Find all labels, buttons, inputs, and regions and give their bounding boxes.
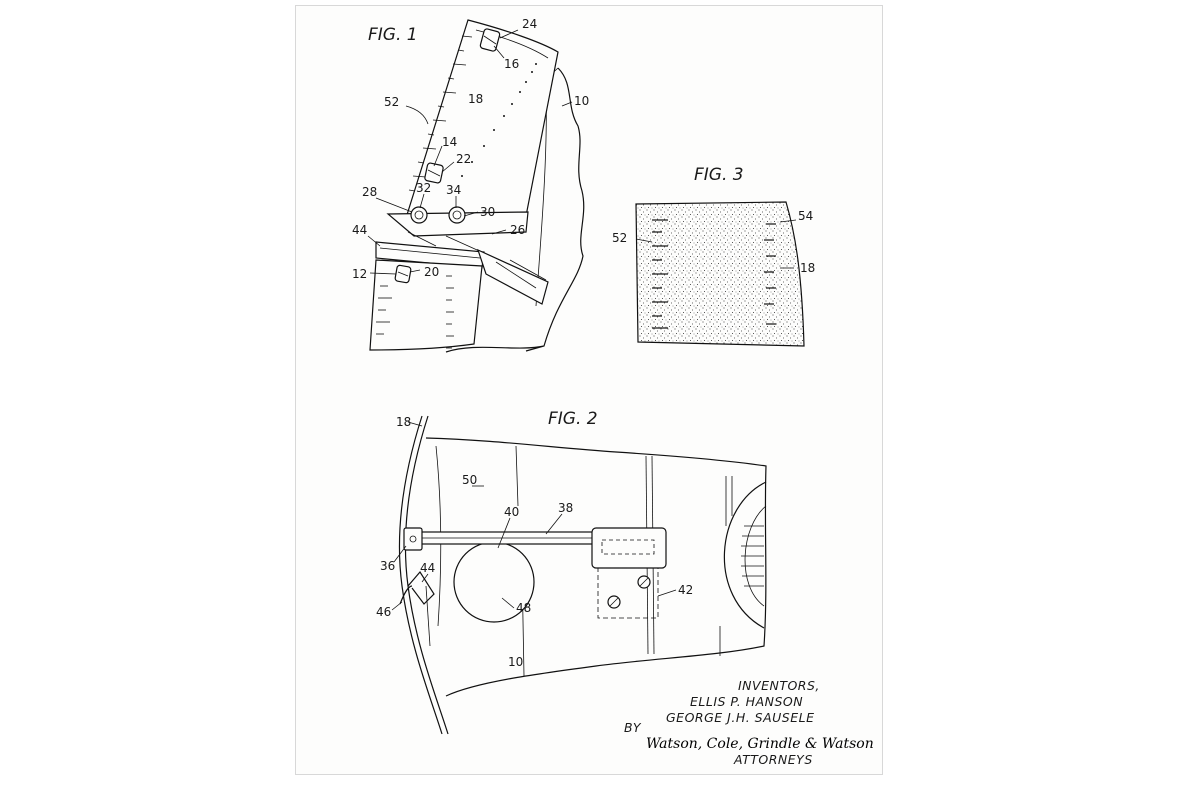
- fig2-ref-36: 36: [380, 559, 395, 573]
- fig2-ref-44: 44: [420, 561, 435, 575]
- patent-sheet: FIG. 1: [295, 5, 883, 775]
- attorneys-label: ATTORNEYS: [733, 752, 813, 767]
- inventor-name-2: GEORGE J.H. SAUSELE: [666, 710, 815, 725]
- ref-44: 44: [352, 223, 367, 237]
- fig1-label: FIG. 1: [368, 25, 418, 45]
- fraction-scale: [461, 63, 537, 177]
- ref-52: 52: [384, 95, 399, 109]
- ref-32: 32: [416, 181, 431, 195]
- fig3-ref-54: 54: [798, 209, 813, 223]
- ref-20: 20: [424, 265, 439, 279]
- figure-3: FIG. 3 54 52 18: [612, 165, 815, 347]
- scale-ticks-lower: [376, 285, 392, 335]
- shade-lines: [425, 476, 733, 656]
- ref-14: 14: [442, 135, 457, 149]
- fig2-label: FIG. 2: [548, 409, 598, 429]
- inventors-block: INVENTORS, ELLIS P. HANSON GEORGE J.H. S…: [624, 678, 874, 767]
- inventors-heading: INVENTORS,: [738, 678, 820, 693]
- scale-ticks-upper: [408, 35, 473, 192]
- ref-24: 24: [522, 17, 537, 31]
- fig2-ref-38: 38: [558, 501, 573, 515]
- fig2-ref-50: 50: [462, 473, 477, 487]
- recess-hatching: [741, 525, 764, 587]
- figure-2: FIG. 2: [376, 409, 767, 735]
- fig3-label: FIG. 3: [694, 165, 744, 185]
- fig2-ref-42: 42: [678, 583, 693, 597]
- patent-drawing: FIG. 1: [352, 17, 874, 767]
- ref-10: 10: [574, 94, 589, 108]
- fig3-ref-18: 18: [800, 261, 815, 275]
- by-label: BY: [624, 720, 642, 735]
- attorney-signature: Watson, Cole, Grindle & Watson: [646, 736, 874, 752]
- ref-30: 30: [480, 205, 495, 219]
- fig2-ref-10: 10: [508, 655, 523, 669]
- fig3-ticks: [652, 219, 668, 329]
- figure-1: FIG. 1: [352, 17, 589, 353]
- ref-28: 28: [362, 185, 377, 199]
- fig2-ref-46: 46: [376, 605, 391, 619]
- ref-26: 26: [510, 223, 525, 237]
- fig3-ref-52: 52: [612, 231, 627, 245]
- lower-fraction-marks: [446, 275, 454, 349]
- ref-18: 18: [468, 92, 483, 106]
- ref-22: 22: [456, 152, 471, 166]
- fig2-ref-18: 18: [396, 415, 411, 429]
- ref-12: 12: [352, 267, 367, 281]
- fig3-fraction-marks: [764, 223, 776, 325]
- inventor-name-1: ELLIS P. HANSON: [690, 694, 803, 709]
- fig2-ref-48: 48: [516, 601, 531, 615]
- fig2-ref-40: 40: [504, 505, 519, 519]
- ref-16: 16: [504, 57, 519, 71]
- ref-34: 34: [446, 183, 461, 197]
